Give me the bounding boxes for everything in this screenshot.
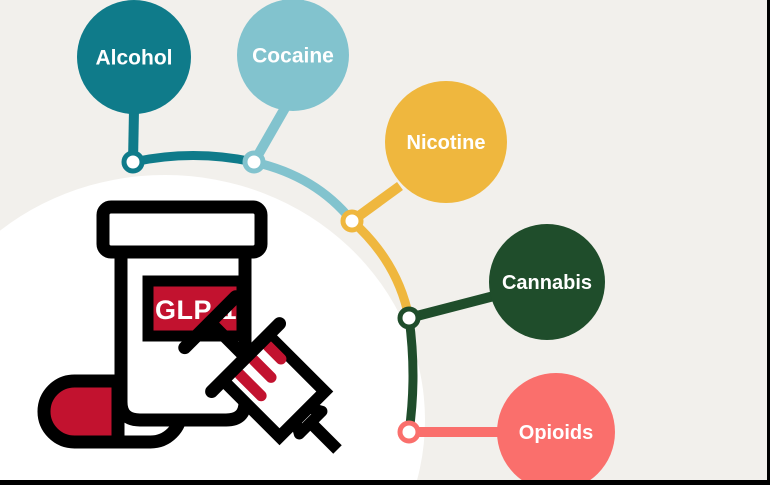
syringe-needle <box>306 418 342 454</box>
connector-dot-alcohol[interactable] <box>121 150 145 174</box>
syringe-plunger-rod <box>204 316 250 362</box>
arc-segment-cannabis-opioids <box>404 313 418 437</box>
arc-segment-cocaine-nicotine <box>249 157 357 226</box>
node-label-cannabis: Cannabis <box>502 272 592 294</box>
stem-cannabis <box>407 291 496 323</box>
node-circle-nicotine[interactable] <box>385 81 507 203</box>
node-circle-cocaine[interactable] <box>237 0 349 111</box>
connector-dot-cannabis[interactable] <box>397 306 421 330</box>
node-label-cocaine: Cocaine <box>252 45 334 68</box>
glp-1-medication-illustration: GLP-1 <box>37 200 342 454</box>
connector-arc-group <box>128 151 418 437</box>
node-circle-cannabis[interactable] <box>489 224 605 340</box>
arc-segment-alcohol-cocaine <box>128 151 259 167</box>
node-bubble-cannabis[interactable]: Cannabis <box>489 224 605 340</box>
syringe-mark-1 <box>234 369 267 402</box>
connector-dot-nicotine[interactable] <box>340 209 364 233</box>
node-circle-opioids[interactable] <box>497 373 615 485</box>
syringe-icon <box>178 290 342 454</box>
syringe-mark-2 <box>248 354 277 383</box>
node-bubble-nicotine[interactable]: Nicotine <box>385 81 507 203</box>
arc-segment-nicotine-cannabis <box>347 216 414 323</box>
node-label-nicotine: Nicotine <box>407 132 486 154</box>
capsule-red-half <box>44 381 118 442</box>
node-bubble-opioids[interactable]: Opioids <box>497 373 615 485</box>
node-bubble-cocaine[interactable]: Cocaine <box>237 0 349 111</box>
node-bubble-alcohol[interactable]: Alcohol <box>77 0 191 114</box>
node-label-opioids: Opioids <box>519 422 593 444</box>
syringe-mark-3 <box>262 340 287 365</box>
connector-dot-cocaine[interactable] <box>242 150 266 174</box>
syringe-plunger-head <box>178 290 243 355</box>
node-circle-alcohol[interactable] <box>77 0 191 114</box>
connector-dot-opioids[interactable] <box>397 420 421 444</box>
bottle-cap <box>96 200 268 259</box>
node-label-alcohol: Alcohol <box>96 47 173 70</box>
connector-dot-group <box>121 150 421 444</box>
